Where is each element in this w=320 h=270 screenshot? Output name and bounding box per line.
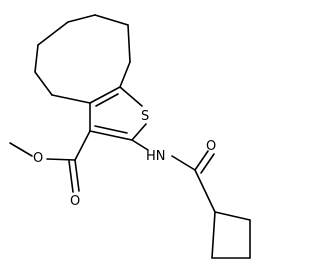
bond <box>127 24 131 63</box>
bond <box>89 86 121 104</box>
double-bond-outer <box>200 153 215 174</box>
bond <box>74 130 91 161</box>
bond <box>46 158 76 161</box>
atom-labels: S HN O O O <box>33 109 216 209</box>
bond <box>67 14 96 23</box>
structure-canvas: S HN O O O <box>9 14 251 259</box>
bond <box>211 211 216 259</box>
bond <box>51 94 91 104</box>
thiophene-ring <box>89 86 147 141</box>
amide-oxygen-label: O <box>206 139 216 154</box>
ester-group <box>9 130 91 193</box>
double-bond-inner <box>94 125 128 134</box>
bond <box>194 150 209 171</box>
bond <box>194 169 216 213</box>
amide-group <box>131 139 216 213</box>
double-bond-outer <box>68 160 74 193</box>
bond <box>131 139 149 151</box>
bond <box>119 86 143 107</box>
bond <box>9 142 33 157</box>
bond <box>94 14 129 26</box>
bond <box>214 211 251 221</box>
bond <box>74 159 80 192</box>
bond <box>131 123 147 141</box>
double-bond-inner <box>95 93 119 107</box>
bond <box>119 61 131 88</box>
sulfur-atom-label: S <box>141 109 149 124</box>
bond <box>89 130 133 141</box>
bond <box>37 21 69 46</box>
cyclooctane-ring <box>34 14 131 104</box>
ester-carbonyl-oxygen-label: O <box>70 194 80 209</box>
molecule-diagram: S HN O O O <box>9 14 251 259</box>
ester-ether-oxygen-label: O <box>33 151 43 166</box>
amide-nitrogen-label: HN <box>146 149 166 164</box>
bond <box>171 155 196 171</box>
bond <box>34 44 39 73</box>
cyclobutane-ring <box>211 211 251 259</box>
bond <box>34 71 53 96</box>
